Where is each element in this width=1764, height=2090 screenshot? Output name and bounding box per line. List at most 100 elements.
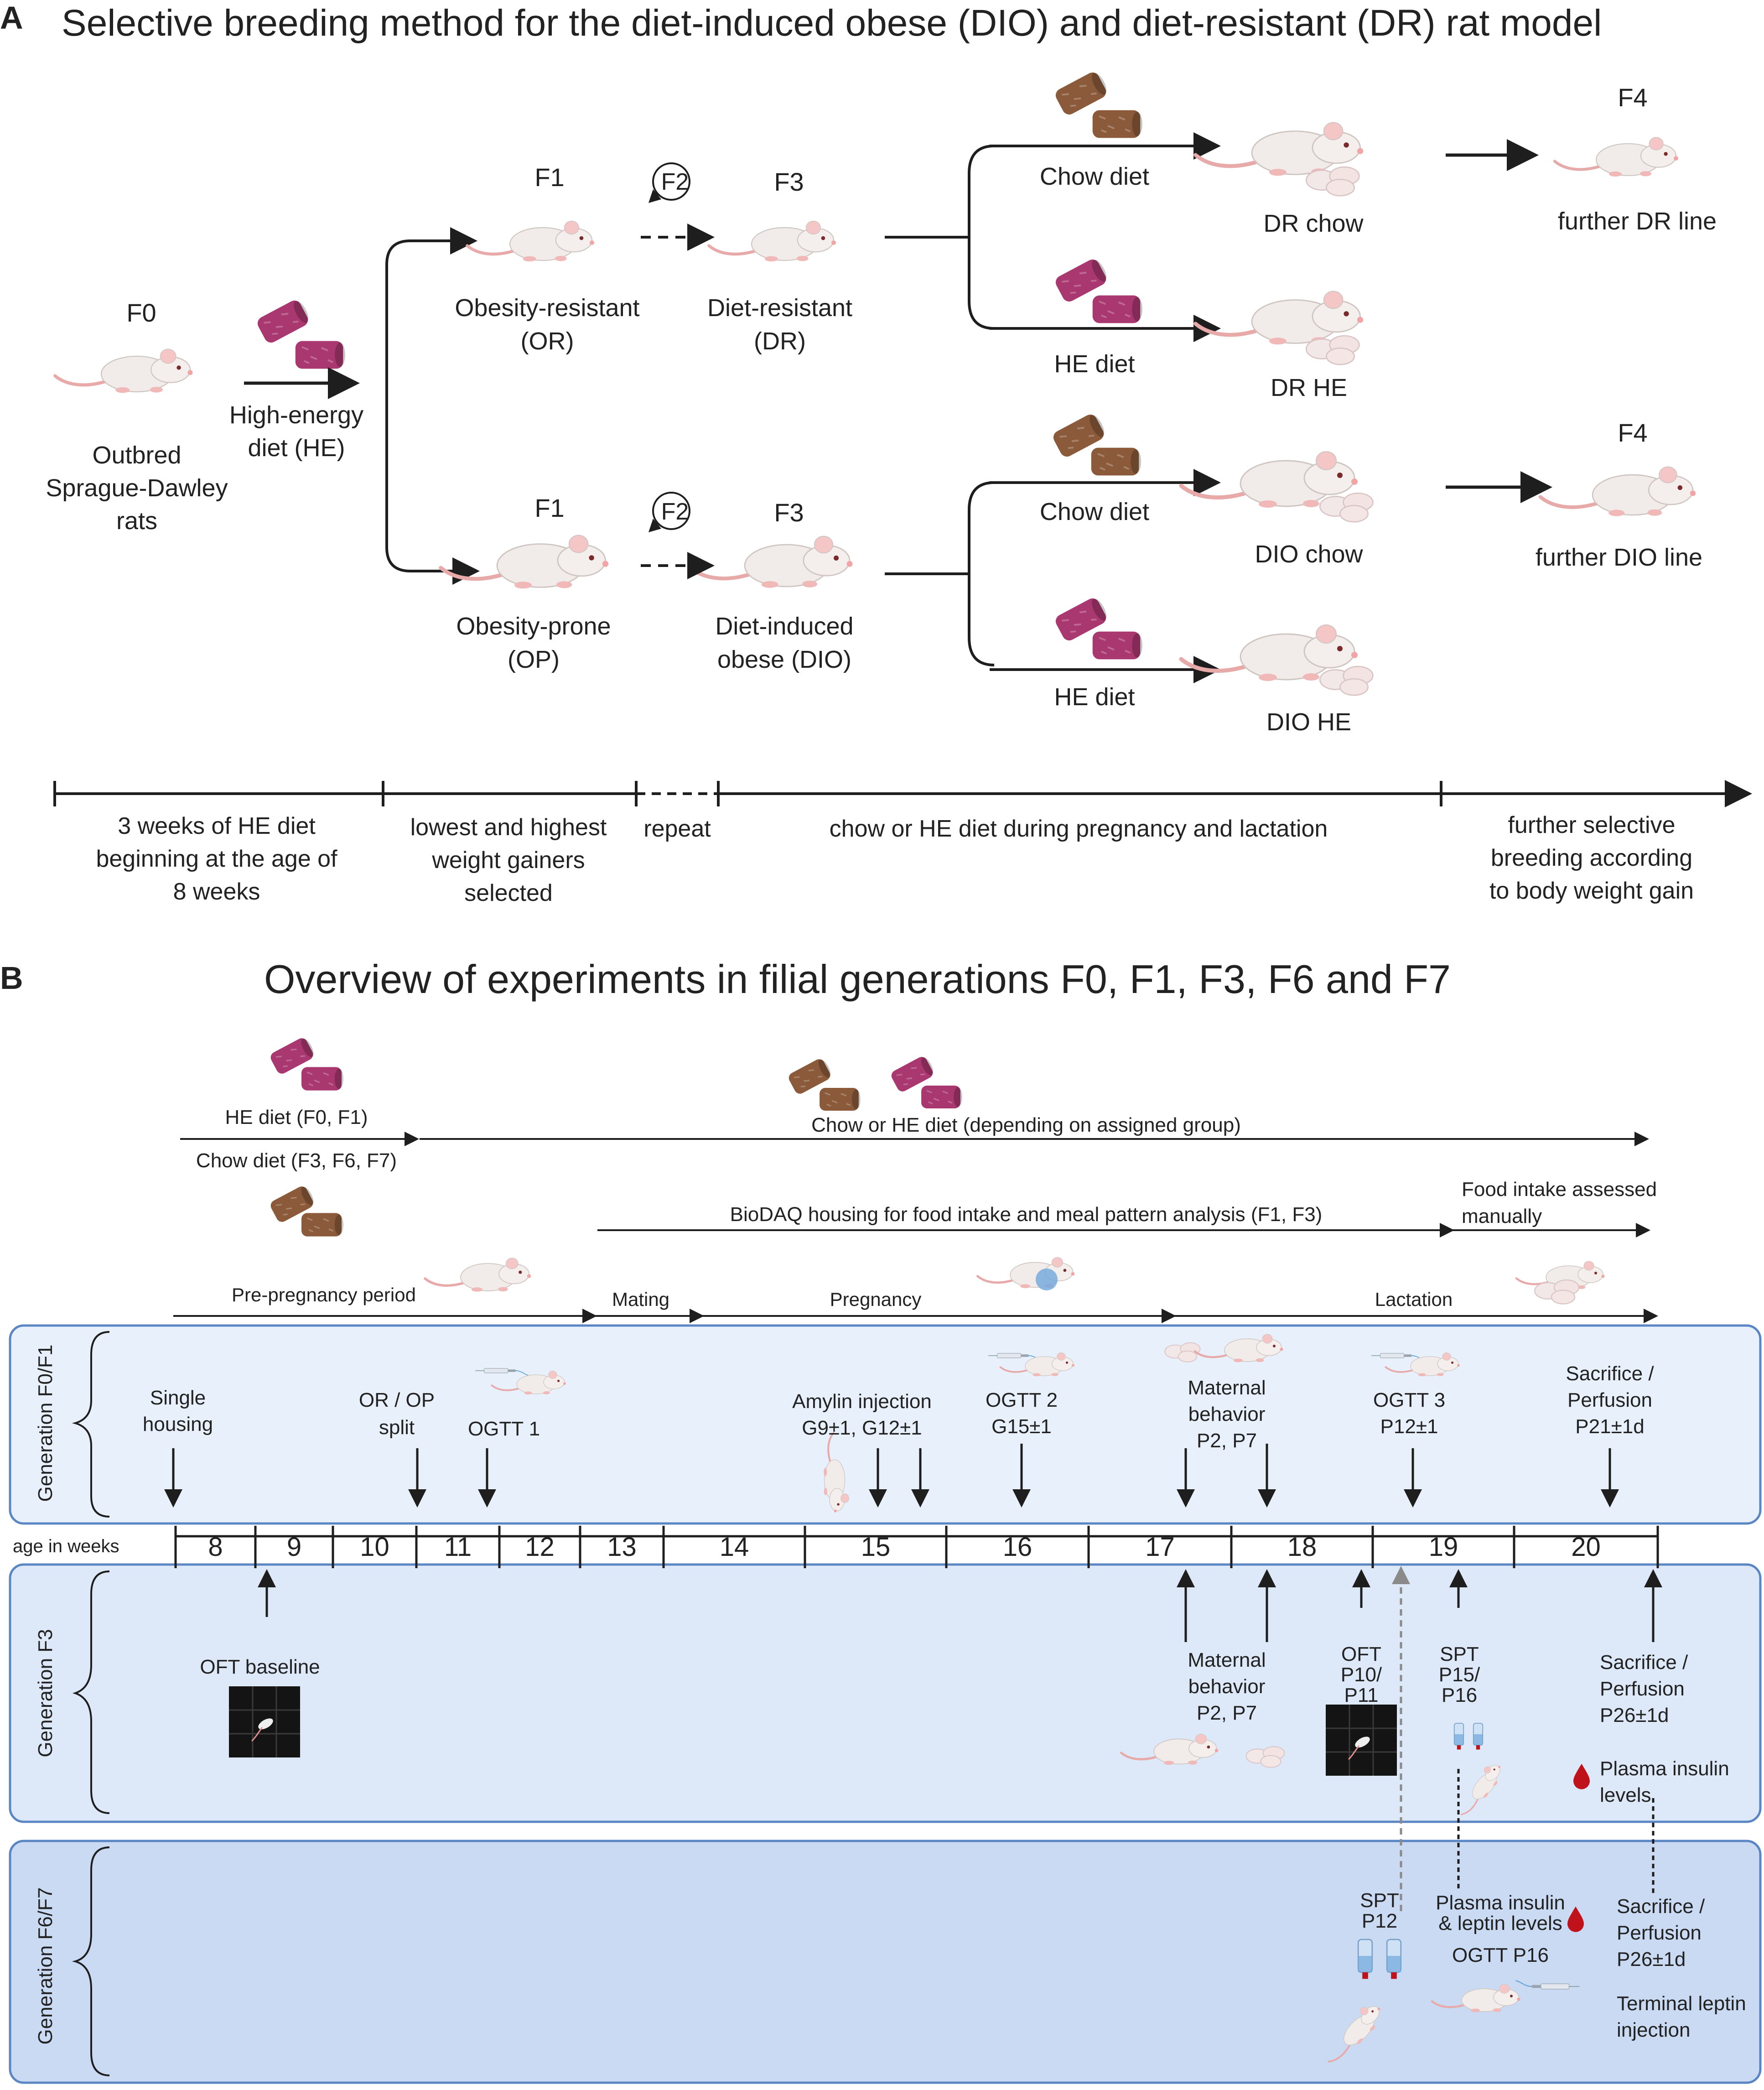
panel-b-graphics <box>9 1035 1762 2084</box>
op-label-1: Obesity-prone <box>456 613 611 640</box>
dr-chow-label: DR chow <box>1263 210 1364 237</box>
dio-he-label: DIO HE <box>1266 708 1352 736</box>
dio-he-diet-label: HE diet <box>1054 683 1135 711</box>
gen-f0f1-arrows <box>164 1444 1619 1508</box>
pups-icon <box>1319 665 1374 696</box>
chow-diet-f3f6f7-label: Chow diet (F3, F6, F7) <box>196 1149 397 1172</box>
timeline-selected-2: weight gainers <box>432 847 585 873</box>
pups-icon <box>1305 166 1360 197</box>
timeline-further-3: to body weight gain <box>1489 878 1694 904</box>
or-rat-icon <box>467 221 594 262</box>
pups-icon <box>1319 492 1374 523</box>
op-rat-icon <box>441 535 609 589</box>
ogtt-p16-label: OGTT P16 <box>1452 1944 1549 1966</box>
dio-label-2: obese (DIO) <box>717 646 852 673</box>
plasma-insulin-f3-2: levels <box>1600 1784 1651 1806</box>
f4-dio-label: F4 <box>1618 418 1648 447</box>
he-pellet-icon <box>294 340 346 370</box>
spt-f3-2: P15/ <box>1438 1664 1480 1686</box>
further-dio-label: further DIO line <box>1535 544 1703 571</box>
food-intake-label-1: Food intake assessed <box>1462 1178 1657 1201</box>
sacrifice-f0f1-2: Perfusion <box>1567 1389 1652 1411</box>
week-17: 17 <box>1145 1532 1175 1562</box>
dr-rat-icon <box>709 221 836 262</box>
biodaq-label: BioDAQ housing for food intake and meal … <box>730 1203 1323 1226</box>
timeline-he-diet-3: 8 weeks <box>173 879 260 905</box>
generation-f3-box <box>9 1563 1762 1823</box>
week-14: 14 <box>719 1532 749 1562</box>
week-11: 11 <box>444 1532 472 1562</box>
chow-pellet-icon <box>1052 68 1111 118</box>
generation-f3-label: Generation F3 <box>34 1629 57 1757</box>
timeline-further-1: further selective <box>1508 812 1676 838</box>
amylin-label-2: G9±1, G12±1 <box>802 1417 922 1439</box>
terminal-leptin-2: injection <box>1617 2019 1691 2041</box>
f0-desc-2: Sprague-Dawley <box>46 474 228 502</box>
plasma-f6f7-1: Plasma insulin <box>1436 1892 1565 1914</box>
spt-p12-1: SPT <box>1360 1889 1399 1912</box>
timeline-he-diet-1: 3 weeks of HE diet <box>118 813 316 839</box>
f2-or-label: F2 <box>661 169 689 195</box>
maternal-f0f1-3: P2, P7 <box>1196 1430 1257 1452</box>
timeline-repeat: repeat <box>643 816 711 842</box>
maternal-f3-2: behavior <box>1188 1675 1266 1698</box>
f1-or-label: F1 <box>534 163 565 192</box>
timeline-pregnancy: chow or HE diet during pregnancy and lac… <box>829 816 1328 842</box>
spt-f3-1: SPT <box>1440 1643 1479 1665</box>
panel-a-title: Selective breeding method for the diet-i… <box>62 2 1602 44</box>
gen-f0f1-brace <box>72 1331 110 1518</box>
sacrifice-f3-1: Sacrifice / <box>1600 1651 1688 1674</box>
f3-dr-label: F3 <box>774 167 804 196</box>
maternal-f0f1-2: behavior <box>1188 1403 1266 1425</box>
sacrifice-f6f7-1: Sacrifice / <box>1617 1895 1705 1918</box>
chow-pellet-icon <box>1090 447 1142 477</box>
he-pellet-icon <box>920 1085 963 1109</box>
f1-op-label: F1 <box>534 494 565 522</box>
week-16: 16 <box>1002 1532 1032 1562</box>
maternal-f3-3: P2, P7 <box>1196 1702 1257 1724</box>
age-axis <box>174 1526 1659 1568</box>
or-op-split-1: OR / OP <box>358 1389 435 1411</box>
panel-a-graphics <box>53 68 1752 807</box>
oft-arena-icon <box>1325 1704 1398 1777</box>
sacrifice-f6f7-3: P26±1d <box>1617 1948 1686 1970</box>
amylin-label-1: Amylin injection <box>792 1390 932 1413</box>
f0-desc-1: Outbred <box>92 442 182 469</box>
f0-label: F0 <box>126 298 156 327</box>
week-19: 19 <box>1428 1532 1458 1562</box>
pups-icon <box>1534 1279 1580 1305</box>
panel-a-letter: A <box>0 0 23 36</box>
f2-cycle-icon <box>652 492 690 530</box>
or-op-split-2: split <box>379 1416 415 1439</box>
he-pellet-icon <box>1091 630 1143 660</box>
pups-icon <box>1305 335 1360 365</box>
he-diet-f0f1-label: HE diet (F0, F1) <box>225 1106 368 1128</box>
oft-baseline-label: OFT baseline <box>200 1656 320 1678</box>
f4-dio-rat-icon <box>1541 467 1696 516</box>
timeline-he-diet-2: beginning at the age of <box>96 846 337 872</box>
chow-pellet-icon <box>819 1087 861 1112</box>
plasma-f6f7-2: & leptin levels <box>1438 1912 1562 1934</box>
f0-rat-icon <box>55 349 193 393</box>
plasma-insulin-f3-1: Plasma insulin <box>1600 1757 1729 1780</box>
chow-pellet-icon <box>301 1212 344 1237</box>
week-9: 9 <box>286 1532 302 1562</box>
panel-b-letter: B <box>0 960 23 996</box>
f0-desc-3: rats <box>116 507 158 535</box>
f4-dr-label: F4 <box>1618 83 1648 112</box>
generation-f0f1-label: Generation F0/F1 <box>34 1344 57 1502</box>
oft-f3-3: P11 <box>1344 1684 1379 1706</box>
ogtt1-label: OGTT 1 <box>467 1418 540 1440</box>
maternal-f0f1-1: Maternal <box>1188 1377 1266 1399</box>
dio-diet-split <box>885 481 995 666</box>
dr-label-2: (DR) <box>754 328 806 355</box>
he-pellet-icon <box>301 1066 344 1092</box>
further-dr-label: further DR line <box>1557 208 1717 235</box>
gen-f3-brace <box>72 1570 110 1814</box>
timeline-further-2: breeding according <box>1490 845 1693 871</box>
maternal-f3-1: Maternal <box>1188 1649 1266 1671</box>
single-housing-1: Single <box>150 1387 206 1409</box>
chow-pellet-icon <box>1091 109 1143 139</box>
chow-or-he-label: Chow or HE diet (depending on assigned g… <box>811 1114 1241 1136</box>
